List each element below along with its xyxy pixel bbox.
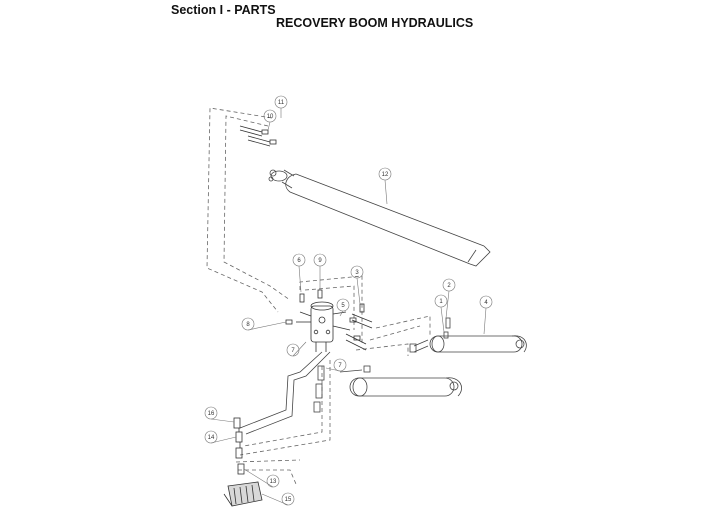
callout-8: 8 xyxy=(241,317,287,331)
section-label: Section I - PARTS xyxy=(171,3,276,17)
fittings-13-14-16 xyxy=(233,417,245,475)
callout-7: 7 xyxy=(325,358,347,372)
callout-number: 2 xyxy=(447,283,451,289)
callout-1: 1 xyxy=(434,294,448,333)
callout-number: 7 xyxy=(291,348,295,354)
callout-12: 12 xyxy=(378,167,392,205)
callout-leader-line xyxy=(247,321,287,331)
callout-balloon xyxy=(378,167,392,181)
callout-number: 10 xyxy=(267,114,274,120)
callout-leader-line xyxy=(356,277,361,305)
callout-3: 3 xyxy=(350,265,364,305)
callout-balloon xyxy=(292,253,306,267)
callout-balloon xyxy=(204,406,218,420)
callout-balloon xyxy=(336,298,350,312)
callout-6: 6 xyxy=(292,253,306,293)
foot-control-valve-15 xyxy=(223,481,263,507)
callout-balloon xyxy=(479,295,493,309)
callout-number: 13 xyxy=(270,479,277,485)
callout-leader-line xyxy=(298,265,302,293)
callout-balloon xyxy=(204,430,218,444)
callout-number: 12 xyxy=(382,172,389,178)
callout-leader-line xyxy=(243,468,274,488)
callout-number: 15 xyxy=(285,497,292,503)
callout-16: 16 xyxy=(204,406,235,423)
callout-number: 11 xyxy=(278,100,285,106)
extension-cylinder-4 xyxy=(409,317,527,353)
callout-5: 5 xyxy=(336,298,350,317)
callout-leader-line xyxy=(440,306,445,333)
callout-balloon xyxy=(286,343,300,357)
callout-balloon xyxy=(263,109,277,123)
hose-routing-dashed xyxy=(206,107,431,485)
callout-balloon xyxy=(241,317,255,331)
hydraulic-tubing xyxy=(239,351,331,435)
callout-number: 16 xyxy=(208,411,215,417)
fittings-3-5 xyxy=(345,303,373,351)
callout-15: 15 xyxy=(261,492,295,506)
callout-balloon xyxy=(333,358,347,372)
callout-number: 6 xyxy=(297,258,301,264)
callout-4: 4 xyxy=(479,295,493,335)
callout-leader-line xyxy=(292,341,307,357)
callout-number: 8 xyxy=(246,322,250,328)
callout-leader-line xyxy=(445,290,450,319)
recovery-cylinder-12 xyxy=(268,169,491,267)
fittings-10-11 xyxy=(239,125,277,147)
callout-balloon xyxy=(266,474,280,488)
callout-balloon xyxy=(442,278,456,292)
callout-9: 9 xyxy=(313,253,327,290)
callout-leader-line xyxy=(339,310,344,317)
callout-10: 10 xyxy=(263,109,277,131)
callout-number: 3 xyxy=(355,270,359,276)
page-title: RECOVERY BOOM HYDRAULICS xyxy=(276,16,474,30)
callout-7: 7 xyxy=(286,341,307,357)
callout-balloon xyxy=(434,294,448,308)
control-valve-block xyxy=(285,289,361,352)
callout-leader-line xyxy=(210,436,237,444)
callout-leader-line xyxy=(483,307,487,335)
callout-leader-line xyxy=(384,179,388,205)
callout-balloon xyxy=(281,492,295,506)
callout-number: 7 xyxy=(338,363,342,369)
callout-number: 14 xyxy=(208,435,215,441)
callout-balloon xyxy=(313,253,327,267)
callout-11: 11 xyxy=(274,95,288,118)
callout-leader-line xyxy=(267,121,271,131)
callout-leader-line xyxy=(210,418,235,423)
callout-2: 2 xyxy=(442,278,456,319)
callout-balloon xyxy=(350,265,364,279)
extension-cylinder-lower xyxy=(339,365,462,397)
callout-13: 13 xyxy=(243,468,280,488)
callout-14: 14 xyxy=(204,430,237,444)
callout-number: 4 xyxy=(484,300,488,306)
callout-balloon xyxy=(274,95,288,109)
callout-number: 9 xyxy=(318,258,322,264)
callout-number: 1 xyxy=(439,299,443,305)
callout-number: 5 xyxy=(341,303,345,309)
